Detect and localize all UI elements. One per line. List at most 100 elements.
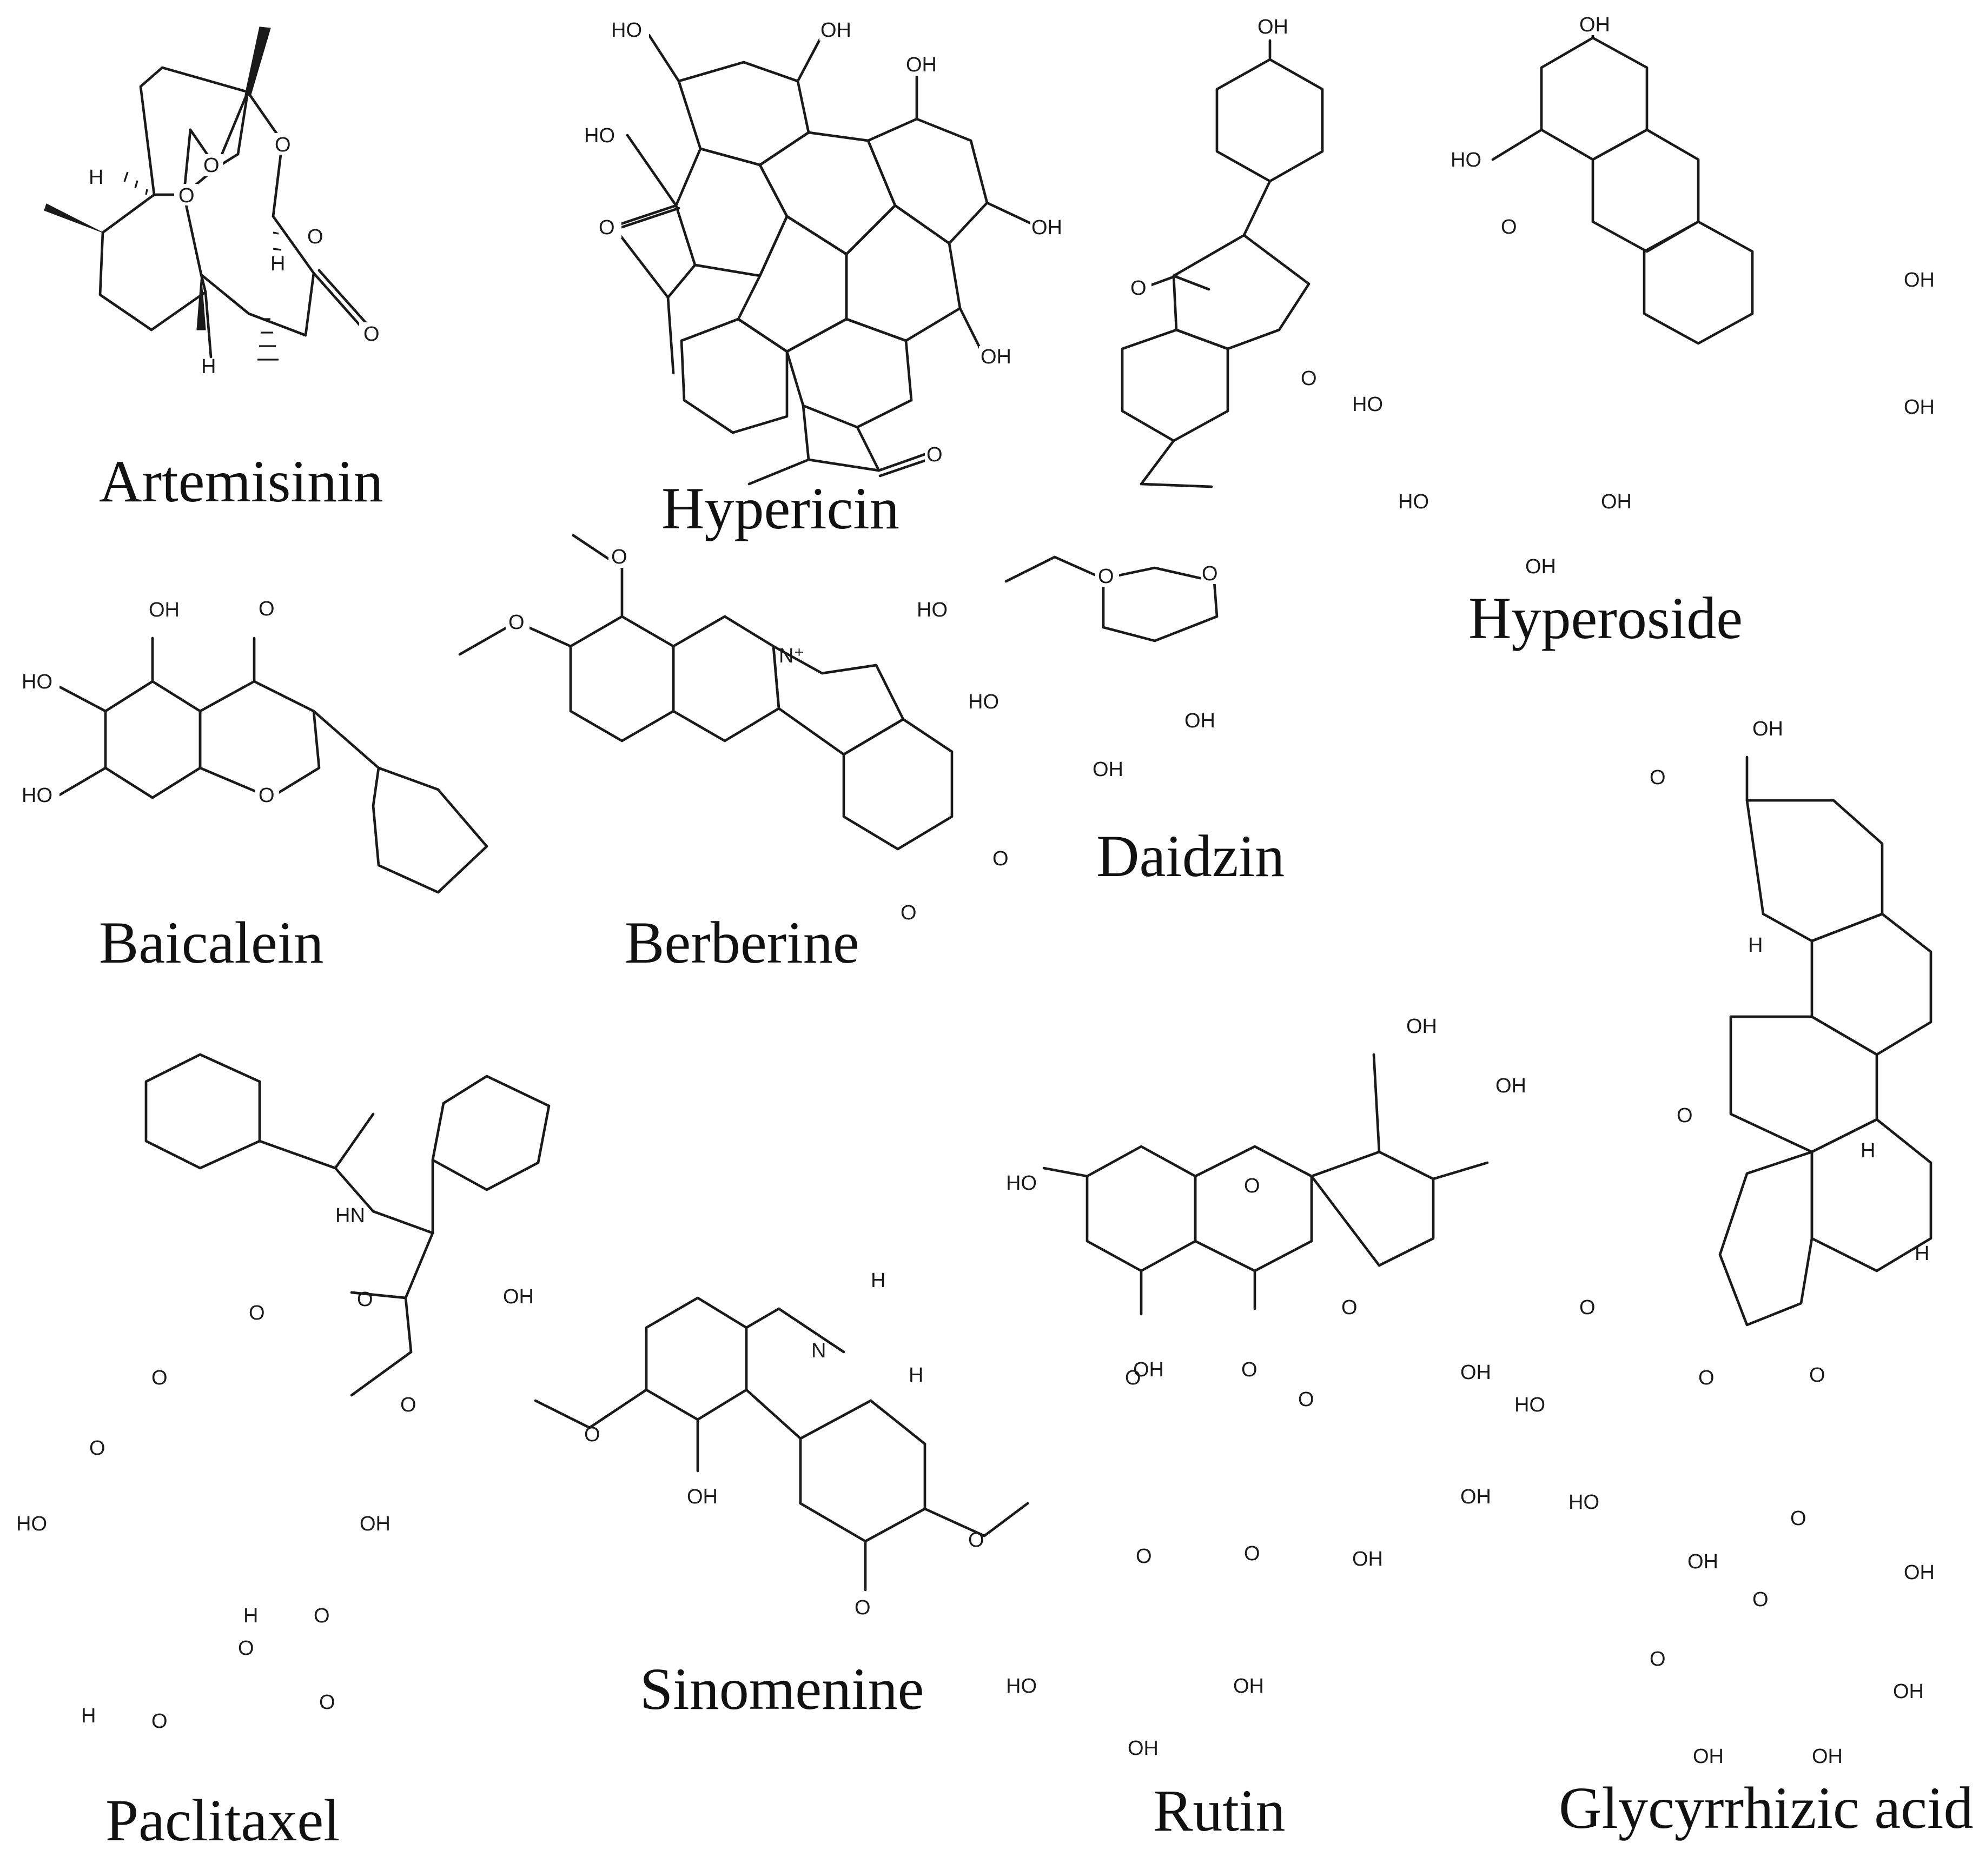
svg-text:OH: OH xyxy=(1752,718,1783,740)
svg-text:OH: OH xyxy=(1233,1675,1264,1698)
daidzin-structure: OH O O O O HO HO OH OH Daidzin xyxy=(917,16,1324,889)
svg-text:HN: HN xyxy=(335,1204,365,1227)
svg-text:N⁺: N⁺ xyxy=(779,645,805,667)
svg-text:OH: OH xyxy=(1460,1361,1491,1384)
svg-text:O: O xyxy=(1241,1358,1257,1381)
svg-text:O: O xyxy=(1790,1507,1806,1530)
svg-text:OH: OH xyxy=(360,1513,390,1535)
svg-text:OH: OH xyxy=(1904,269,1935,291)
svg-text:O: O xyxy=(1130,277,1147,300)
svg-text:O: O xyxy=(1301,367,1317,390)
svg-text:OH: OH xyxy=(1352,1548,1383,1570)
svg-text:H: H xyxy=(1915,1242,1929,1265)
svg-text:OH: OH xyxy=(1184,710,1215,732)
svg-text:O: O xyxy=(1752,1588,1769,1611)
svg-text:HO: HO xyxy=(1451,149,1481,171)
svg-text:OH: OH xyxy=(1579,14,1610,36)
svg-text:H: H xyxy=(909,1364,923,1387)
svg-text:H: H xyxy=(871,1269,885,1292)
svg-text:O: O xyxy=(1202,562,1218,585)
svg-text:O: O xyxy=(926,443,943,466)
svg-text:O: O xyxy=(1125,1367,1141,1389)
svg-text:O: O xyxy=(178,184,195,207)
svg-text:OH: OH xyxy=(1495,1075,1526,1097)
paclitaxel-label: Paclitaxel xyxy=(105,1787,340,1853)
svg-text:OH: OH xyxy=(820,19,851,42)
svg-text:O: O xyxy=(400,1394,416,1416)
svg-text:O: O xyxy=(1501,216,1517,238)
svg-text:H: H xyxy=(1748,934,1763,957)
svg-text:O: O xyxy=(1677,1104,1693,1127)
svg-text:O: O xyxy=(259,598,275,620)
glycyrrhizic-acid-structure: OH O O H H H O O HO O HO OH O OH O O OH … xyxy=(1514,718,1974,1841)
svg-text:OH: OH xyxy=(1406,1015,1437,1038)
sinomenine-structure: N O O O OH H H Sinomenine xyxy=(534,1269,1029,1722)
svg-text:O: O xyxy=(1698,1367,1715,1389)
svg-text:O: O xyxy=(151,1367,168,1389)
svg-text:HO: HO xyxy=(1398,490,1429,513)
berberine-structure: O O N⁺ O O Berberine xyxy=(458,534,1009,976)
svg-text:HO: HO xyxy=(584,124,615,147)
svg-text:HO: HO xyxy=(968,691,999,713)
glycyrrhizic-acid-label: Glycyrrhizic acid xyxy=(1559,1775,1974,1841)
svg-text:O: O xyxy=(363,323,380,346)
svg-text:OH: OH xyxy=(1031,216,1062,239)
rutin-structure: OH OH HO O OH O O O OH OH OH O O O HO OH… xyxy=(1006,1015,1526,1844)
artemisinin-structure: O O O O O H H H Artemisinin xyxy=(44,26,383,514)
baicalein-structure: OH O HO HO O Baicalein xyxy=(22,598,488,976)
svg-text:HO: HO xyxy=(16,1513,47,1535)
sinomenine-label: Sinomenine xyxy=(640,1656,924,1722)
svg-text:O: O xyxy=(611,546,627,568)
svg-text:HO: HO xyxy=(22,784,52,807)
svg-text:H: H xyxy=(201,355,216,378)
svg-text:H: H xyxy=(81,1705,96,1727)
svg-text:O: O xyxy=(249,1302,265,1324)
svg-text:O: O xyxy=(855,1596,871,1619)
hyperoside-structure: OH O HO OH OH HO HO OH OH Hyperoside xyxy=(1352,14,1935,651)
svg-text:OH: OH xyxy=(1687,1550,1718,1573)
svg-text:O: O xyxy=(1809,1364,1825,1387)
svg-text:OH: OH xyxy=(1133,1358,1164,1381)
svg-text:O: O xyxy=(259,784,275,807)
svg-text:H: H xyxy=(89,166,103,189)
svg-text:O: O xyxy=(968,1529,984,1552)
svg-text:O: O xyxy=(508,611,525,634)
svg-text:OH: OH xyxy=(906,54,937,76)
daidzin-label: Daidzin xyxy=(1096,823,1285,889)
hypericin-label: Hypericin xyxy=(661,475,899,541)
svg-text:OH: OH xyxy=(1893,1680,1924,1703)
hyperoside-label: Hyperoside xyxy=(1468,585,1743,651)
svg-text:OH: OH xyxy=(503,1285,534,1308)
svg-text:O: O xyxy=(1341,1296,1358,1319)
svg-text:O: O xyxy=(1298,1388,1314,1411)
svg-text:OH: OH xyxy=(1093,758,1123,781)
svg-text:HO: HO xyxy=(1006,1675,1037,1698)
svg-text:O: O xyxy=(1098,565,1114,588)
svg-text:O: O xyxy=(1650,766,1666,789)
svg-text:O: O xyxy=(314,1605,330,1627)
svg-text:O: O xyxy=(1136,1545,1152,1568)
svg-text:OH: OH xyxy=(1812,1745,1843,1768)
svg-text:O: O xyxy=(238,1637,254,1660)
svg-text:O: O xyxy=(1579,1296,1596,1319)
svg-text:H: H xyxy=(270,253,285,275)
svg-text:N: N xyxy=(811,1340,826,1362)
svg-text:H: H xyxy=(243,1605,258,1627)
svg-text:O: O xyxy=(1244,1175,1260,1197)
svg-text:HO: HO xyxy=(1568,1491,1599,1514)
baicalein-label: Baicalein xyxy=(99,910,323,976)
berberine-label: Berberine xyxy=(625,910,859,976)
svg-text:OH: OH xyxy=(1525,555,1556,578)
hypericin-structure: HO OH HO OH OH OH O O Hypericin xyxy=(584,19,1068,541)
svg-text:O: O xyxy=(599,216,615,239)
svg-text:OH: OH xyxy=(1257,16,1288,38)
svg-text:HO: HO xyxy=(1514,1394,1545,1416)
svg-text:O: O xyxy=(584,1423,600,1446)
svg-text:HO: HO xyxy=(611,19,642,42)
svg-text:O: O xyxy=(89,1437,105,1460)
svg-text:O: O xyxy=(151,1710,168,1733)
svg-text:O: O xyxy=(275,134,291,156)
svg-text:O: O xyxy=(992,847,1009,870)
